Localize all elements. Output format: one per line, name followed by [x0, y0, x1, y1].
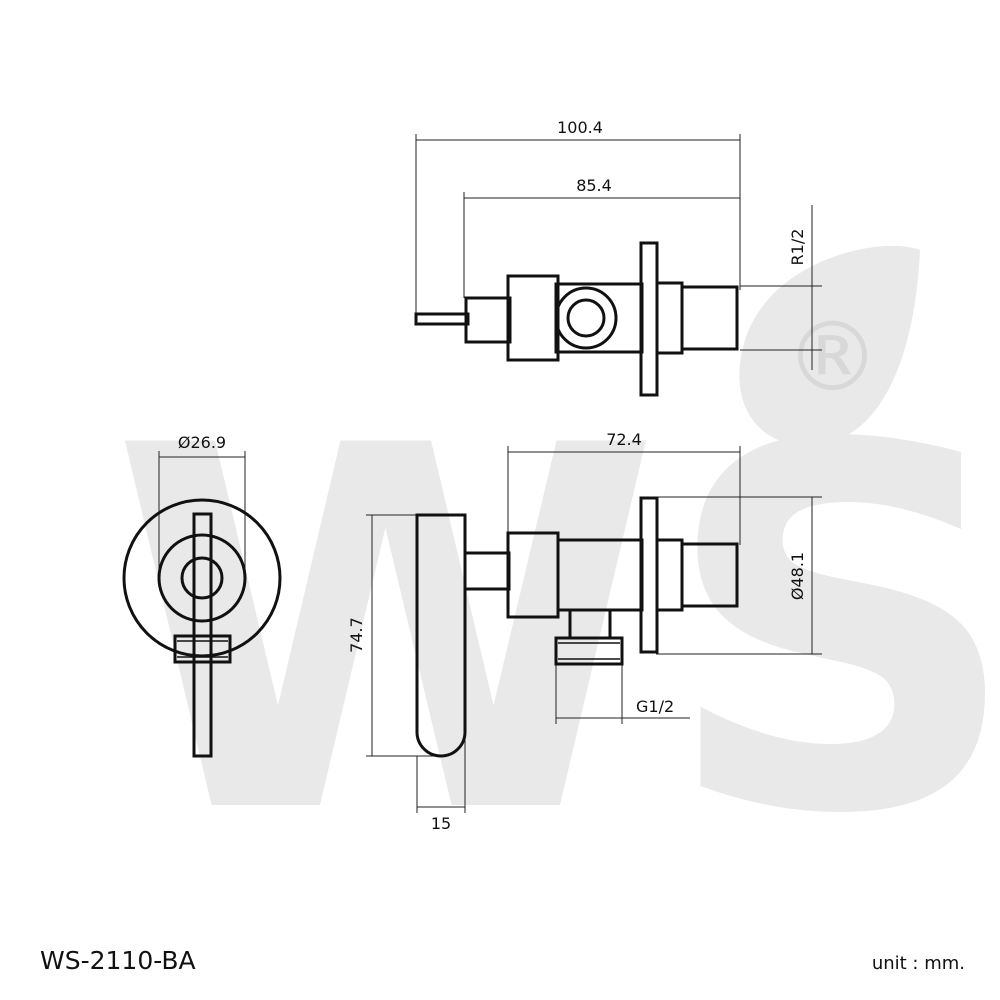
dim-end-diameter: Ø26.9 — [178, 433, 226, 452]
end-flange-circle — [122, 498, 282, 658]
registered-mark: ® — [785, 303, 880, 413]
side-outlet-nut — [554, 636, 624, 666]
dim-outlet-thread: G1/2 — [636, 697, 674, 716]
dim-top-thread: R1/2 — [788, 229, 807, 266]
dim-top-overall: 100.4 — [557, 118, 603, 137]
dim-handle-width: 15 — [431, 814, 451, 833]
dim-side-length: 72.4 — [606, 430, 642, 449]
end-view: Ø26.9 — [122, 433, 282, 758]
watermark-drop-shape — [739, 245, 920, 446]
dim-top-body: 85.4 — [576, 176, 612, 195]
model-number: WS-2110-BA — [40, 946, 196, 975]
unit-label: unit : mm. — [871, 953, 965, 974]
end-body-circle — [157, 533, 247, 623]
side-view: 72.4 Ø48.1 74.7 15 G1/2 — [347, 430, 822, 833]
top-thread — [680, 285, 739, 351]
watermark-text: WS — [110, 341, 1000, 923]
side-handle — [415, 513, 467, 758]
end-handle — [192, 512, 213, 758]
top-view: 100.4 85.4 R1/2 — [414, 118, 822, 397]
dim-side-flange: Ø48.1 — [788, 552, 807, 600]
top-outlet-inner — [566, 298, 606, 338]
dim-handle-height: 74.7 — [347, 617, 366, 653]
top-bonnet — [506, 274, 560, 362]
end-outlet-nut — [173, 634, 232, 664]
top-handle-lever — [414, 312, 470, 326]
side-thread — [680, 542, 739, 608]
end-spindle-circle — [180, 556, 224, 600]
top-outlet-outer — [554, 286, 618, 350]
top-handle-hub — [464, 296, 512, 344]
